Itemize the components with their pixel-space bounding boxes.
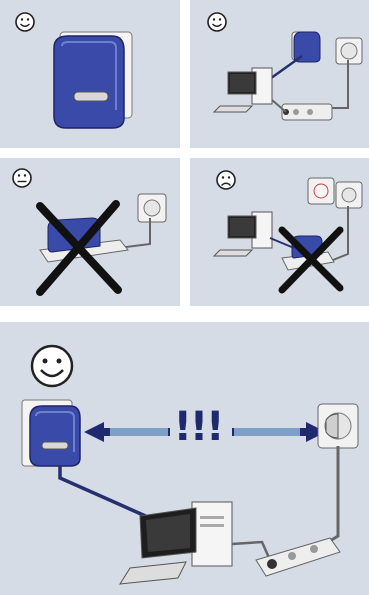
smiley-happy-icon <box>16 13 34 31</box>
powerline-adapter-icon <box>54 36 124 128</box>
smiley-neutral-icon <box>13 169 31 187</box>
panel-adapter-in-wall <box>0 0 180 148</box>
powerline-adapter-icon <box>30 406 80 466</box>
computer-icon <box>214 68 272 112</box>
panel-correct-setup <box>190 0 369 148</box>
power-strip-icon <box>256 538 340 576</box>
distance-arrow-right-icon <box>232 422 326 442</box>
panel-adapter-and-computer-on-strip <box>190 158 369 306</box>
smiley-happy-icon <box>208 13 226 31</box>
smiley-sad-icon <box>217 171 235 189</box>
smiley-happy-icon <box>32 346 72 386</box>
wall-socket-icon <box>308 178 362 208</box>
warning-text: !!! <box>168 404 228 450</box>
computer-icon <box>214 212 272 256</box>
wall-socket-icon <box>138 194 166 222</box>
panel-illustration <box>0 0 180 148</box>
computer-icon <box>120 502 232 584</box>
panel-illustration <box>190 158 369 306</box>
panel-adapter-on-power-strip <box>0 158 180 306</box>
panel-illustration <box>190 0 369 148</box>
power-strip-icon <box>282 104 332 120</box>
distance-arrow-left-icon <box>84 422 170 442</box>
panel-illustration <box>0 322 369 595</box>
panel-illustration <box>0 158 180 306</box>
wall-socket-icon <box>318 404 358 448</box>
panel-keep-adapter-separate: !!! <box>0 322 369 595</box>
